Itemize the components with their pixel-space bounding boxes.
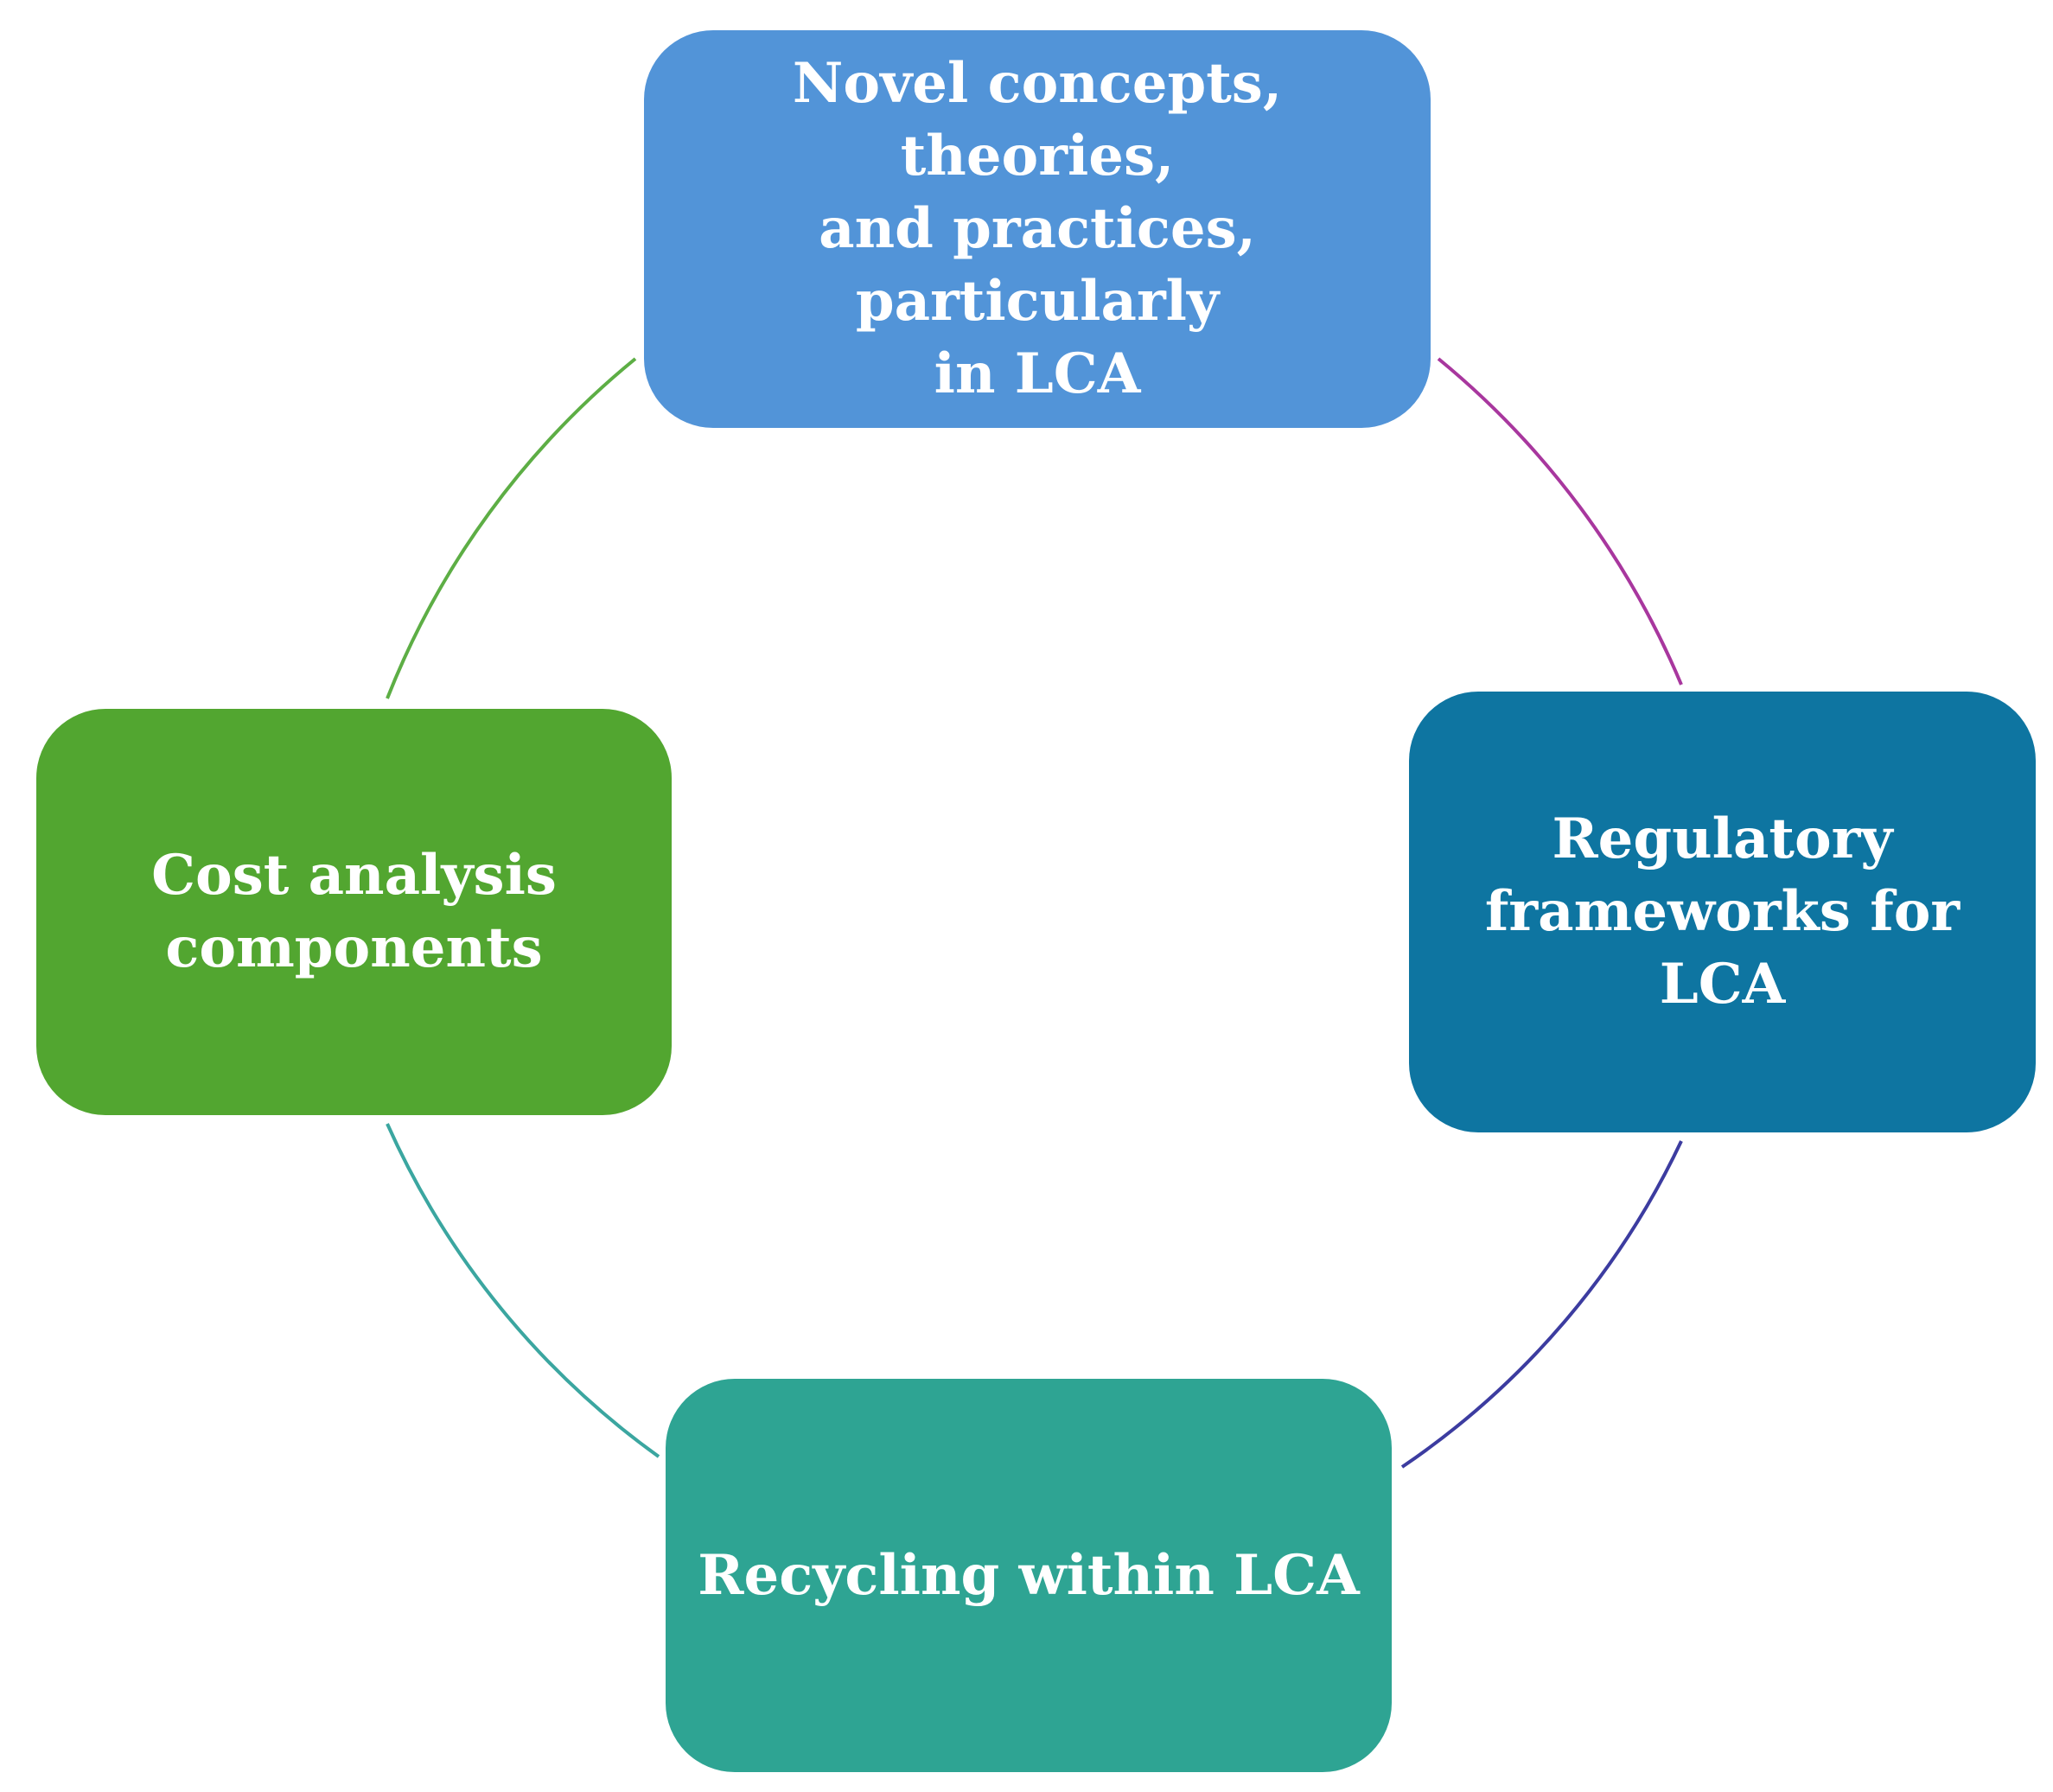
node-regulatory-frameworks-label: Regulatory frameworks for LCA <box>1484 807 1961 1017</box>
connector-bottom-to-left <box>386 1123 660 1458</box>
connector-right-to-bottom <box>1400 1140 1683 1469</box>
node-regulatory-frameworks: Regulatory frameworks for LCA <box>1409 692 2036 1132</box>
node-cost-analysis: Cost analysis components <box>36 709 672 1115</box>
connector-top-to-right <box>1437 357 1683 686</box>
node-recycling: Recycling within LCA <box>666 1379 1392 1772</box>
node-novel-concepts-label: Novel concepts, theories, and practices,… <box>792 51 1283 406</box>
connector-left-to-top <box>386 357 637 699</box>
node-cost-analysis-label: Cost analysis components <box>151 843 557 980</box>
node-recycling-label: Recycling within LCA <box>698 1542 1360 1608</box>
node-novel-concepts: Novel concepts, theories, and practices,… <box>644 30 1431 428</box>
